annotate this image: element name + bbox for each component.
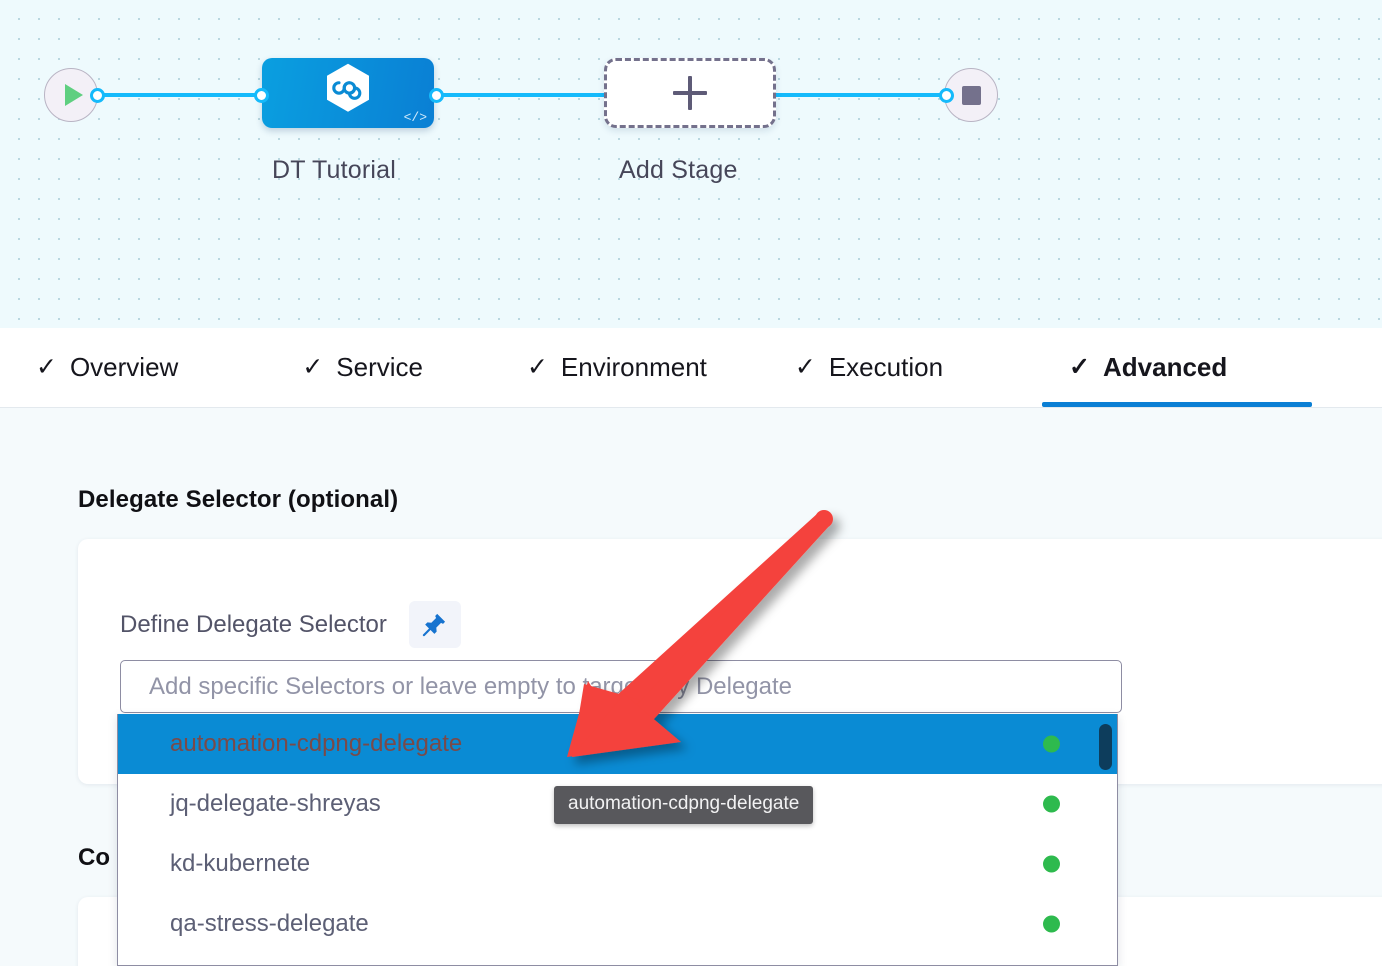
define-delegate-selector-label: Define Delegate Selector	[120, 610, 387, 638]
stage-label-dt-tutorial: DT Tutorial	[272, 156, 397, 184]
delegate-tooltip: automation-cdpng-delegate	[554, 786, 814, 824]
dropdown-scrollbar-thumb[interactable]	[1099, 724, 1112, 770]
tab-service[interactable]: ✓ Service	[302, 328, 423, 407]
delegate-selector-input[interactable]: Add specific Selectors or leave empty to…	[120, 660, 1122, 713]
tab-environment-label: Environment	[560, 352, 707, 382]
play-icon	[64, 84, 83, 106]
check-icon: ✓	[302, 353, 324, 381]
tab-environment[interactable]: ✓ Environment	[527, 328, 707, 407]
add-stage-label: Add Stage	[619, 156, 738, 184]
delegate-selector-placeholder: Add specific Selectors or leave empty to…	[149, 672, 793, 700]
check-icon: ✓	[794, 353, 816, 381]
status-dot-icon	[1043, 915, 1060, 933]
dropdown-option-label: kd-kubernete	[170, 850, 311, 877]
dropdown-option-automation-cdpng-delegate[interactable]: automation-cdpng-delegate	[118, 714, 1117, 774]
stage-tab-bar: ✓ Overview ✓ Service ✓ Environment ✓ Exe…	[0, 328, 1382, 407]
harness-hexagon-icon	[325, 63, 371, 118]
tab-advanced[interactable]: ✓ Advanced	[1042, 328, 1313, 407]
port-start-out[interactable]	[90, 88, 105, 103]
code-icon: </>	[403, 110, 427, 125]
port-end-in[interactable]	[939, 88, 954, 103]
tab-execution-label: Execution	[828, 352, 944, 382]
active-tab-indicator	[1042, 402, 1313, 407]
dropdown-option-kd-kubernete[interactable]: kd-kubernete	[118, 834, 1117, 894]
plus-icon-bar	[673, 91, 707, 95]
page-title: Delegate Selector (optional)	[78, 486, 399, 513]
check-icon: ✓	[1069, 353, 1090, 381]
status-dot-icon	[1043, 735, 1060, 753]
dropdown-option-qa-stress-delegate[interactable]: qa-stress-delegate	[118, 894, 1117, 954]
pipeline-edge-start-to-stage	[96, 93, 268, 97]
dropdown-option-label: jq-delegate-shreyas	[170, 790, 381, 817]
stop-icon	[961, 85, 981, 105]
add-stage-button[interactable]	[604, 58, 776, 128]
status-dot-icon	[1043, 795, 1060, 813]
pipeline-start-node[interactable]	[44, 68, 98, 122]
port-stage-in[interactable]	[254, 88, 269, 103]
pushpin-icon[interactable]	[408, 601, 461, 648]
dropdown-option-jq-delegate-shreyas[interactable]: jq-delegate-shreyas	[118, 774, 1117, 834]
dropdown-option-label: automation-cdpng-delegate	[170, 730, 463, 757]
port-stage-out[interactable]	[429, 88, 444, 103]
check-icon: ✓	[36, 353, 57, 381]
pipeline-canvas[interactable]: </> DT Tutorial Add Stage	[0, 0, 1382, 328]
delegate-options-dropdown[interactable]: automation-cdpng-delegate jq-delegate-sh…	[117, 714, 1118, 966]
tab-overview[interactable]: ✓ Overview	[36, 328, 178, 407]
tab-overview-label: Overview	[69, 352, 179, 382]
field-label-row: Define Delegate Selector	[120, 601, 461, 648]
lower-section-title: Co	[78, 844, 110, 871]
dropdown-option-label: qa-stress-delegate	[170, 910, 369, 937]
tab-advanced-label: Advanced	[1102, 352, 1228, 382]
status-dot-icon	[1043, 855, 1060, 873]
tab-execution[interactable]: ✓ Execution	[795, 328, 943, 407]
dropdown-scrollbar[interactable]	[1099, 714, 1117, 965]
check-icon: ✓	[526, 353, 548, 381]
stage-node-dt-tutorial[interactable]: </>	[262, 58, 434, 128]
tab-service-label: Service	[336, 352, 423, 382]
